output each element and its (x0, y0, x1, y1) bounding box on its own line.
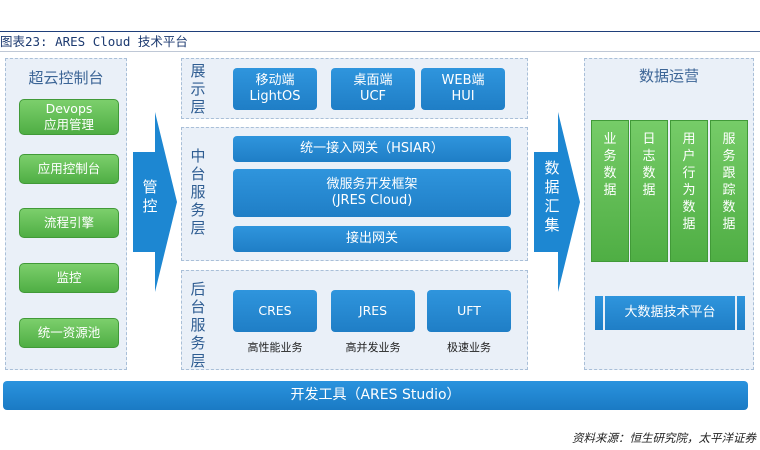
operations-column-3-char: 数 (682, 200, 696, 215)
backend-label-char: 后 (190, 280, 206, 298)
operations-column-2-char: 数 (642, 166, 656, 181)
data-collection-label-char: 数 (544, 159, 560, 177)
data-collection-arrow-label: 数据汇集 (540, 159, 564, 235)
console-item-2: 应用控制台 (19, 154, 119, 184)
data-collection-label-char: 汇 (544, 197, 560, 215)
presentation-button-1-line2: LightOS (249, 89, 301, 104)
presentation-label-char: 示 (190, 80, 206, 98)
middle-label-char: 中 (190, 147, 206, 165)
big-data-platform-label: 大数据技术平台 (624, 305, 716, 320)
console-item-4-line1: 监控 (56, 270, 82, 285)
microservice-framework: 微服务开发框架 (JRES Cloud) (233, 169, 511, 217)
operations-column-1-char: 据 (603, 183, 617, 198)
egress-gateway-label: 接出网关 (345, 231, 398, 246)
middle-label-char: 务 (190, 201, 206, 219)
operations-column-1: 业务数据 (591, 120, 629, 262)
operations-column-3-text: 用户行为数据 (682, 131, 695, 233)
middle-label-char: 层 (190, 219, 206, 237)
operations-column-1-char: 业 (603, 132, 617, 147)
operations-column-1-char: 数 (603, 166, 617, 181)
operations-column-2-text: 日志数据 (642, 131, 655, 199)
operations-column-4-char: 跟 (722, 166, 736, 181)
backend-button-3: UFT (427, 290, 511, 332)
operations-column-2: 日志数据 (630, 120, 668, 262)
operations-column-4-char: 务 (722, 149, 736, 164)
data-collection-label-char: 集 (544, 216, 560, 234)
operations-column-3: 用户行为数据 (670, 120, 708, 262)
manage-arrow-label: 管控 (138, 178, 162, 216)
operations-column-3-char: 据 (682, 217, 696, 232)
operations-column-3-char: 为 (682, 183, 696, 198)
operations-column-1-text: 业务数据 (603, 131, 616, 199)
backend-button-3-name: UFT (457, 303, 481, 318)
operations-column-4-char: 服 (722, 132, 736, 147)
big-data-platform: 大数据技术平台 (592, 296, 748, 330)
manage-arrow-label-char: 管 (142, 178, 158, 196)
backend-label-char: 台 (190, 298, 206, 316)
console-item-2-line1: 应用控制台 (37, 161, 101, 176)
console-item-3-line1: 流程引擎 (43, 215, 94, 230)
data-collection-arrow (534, 112, 580, 292)
manage-arrow (133, 112, 177, 292)
operations-column-3-char: 行 (682, 166, 696, 181)
egress-gateway: 接出网关 (233, 226, 511, 252)
operations-column-4: 服务跟踪数据 (710, 120, 748, 262)
backend-button-3-caption: 极速业务 (447, 341, 491, 354)
operations-column-3-char: 用 (682, 132, 696, 147)
presentation-button-1-line1: 移动端 (255, 73, 295, 88)
backend-service-layer-label: 后台服务层 (188, 280, 208, 370)
console-item-3: 流程引擎 (19, 208, 119, 238)
console-item-1-line1: Devops (45, 101, 93, 116)
backend-button-2: JRES (331, 290, 415, 332)
backend-label-char: 务 (190, 334, 206, 352)
backend-label-char: 层 (190, 352, 206, 370)
backend-button-1-caption: 高性能业务 (247, 341, 303, 354)
operations-column-1-char: 务 (603, 149, 617, 164)
manage-arrow-label-char: 控 (142, 197, 158, 215)
backend-label-char: 服 (190, 316, 206, 334)
operations-column-2-char: 日 (642, 132, 656, 147)
presentation-button-3-line1: WEB端 (441, 73, 485, 88)
console-item-1-line2: 应用管理 (43, 117, 94, 132)
operations-column-4-char: 踪 (722, 183, 736, 198)
operations-column-4-text: 服务跟踪数据 (722, 131, 735, 233)
source-note: 资料来源：恒生研究院，太平洋证券 (572, 431, 756, 445)
dev-tools-label: 开发工具（ARES Studio） (290, 387, 461, 403)
data-collection-label-char: 据 (544, 178, 560, 196)
operations-column-4-char: 数 (722, 200, 736, 215)
console-item-5: 统一资源池 (19, 318, 119, 348)
console-item-4: 监控 (19, 263, 119, 293)
operations-column-2-char: 据 (642, 183, 656, 198)
figure-caption: 图表23: ARES Cloud 技术平台 (0, 31, 760, 52)
console-item-5-line1: 统一资源池 (37, 325, 101, 340)
data-operations-title: 数据运营 (638, 67, 699, 85)
backend-button-2-caption: 高并发业务 (345, 341, 401, 354)
backend-button-2-name: JRES (358, 303, 388, 318)
middle-service-layer-label: 中台服务层 (188, 147, 208, 237)
presentation-button-3-line2: HUI (451, 89, 475, 104)
operations-column-3-char: 户 (682, 149, 696, 164)
presentation-button-2-line1: 桌面端 (353, 73, 393, 88)
dev-tools-bar: 开发工具（ARES Studio） (3, 381, 748, 410)
cloud-console-title: 超云控制台 (28, 69, 104, 87)
presentation-button-2-line2: UCF (359, 89, 387, 104)
unified-access-gateway-label: 统一接入网关（HSIAR） (300, 141, 444, 156)
operations-column-2-char: 志 (642, 149, 656, 164)
middle-label-char: 服 (190, 183, 206, 201)
unified-access-gateway: 统一接入网关（HSIAR） (233, 136, 511, 162)
microservice-framework-line2: (JRES Cloud) (331, 193, 413, 208)
backend-button-1: CRES (233, 290, 317, 332)
middle-label-char: 台 (190, 165, 206, 183)
presentation-layer-label: 展示层 (188, 62, 208, 116)
presentation-label-char: 展 (190, 62, 206, 80)
microservice-framework-line1: 微服务开发框架 (326, 177, 418, 192)
backend-button-1-name: CRES (258, 303, 292, 318)
operations-column-4-char: 据 (722, 217, 736, 232)
presentation-label-char: 层 (190, 98, 206, 116)
